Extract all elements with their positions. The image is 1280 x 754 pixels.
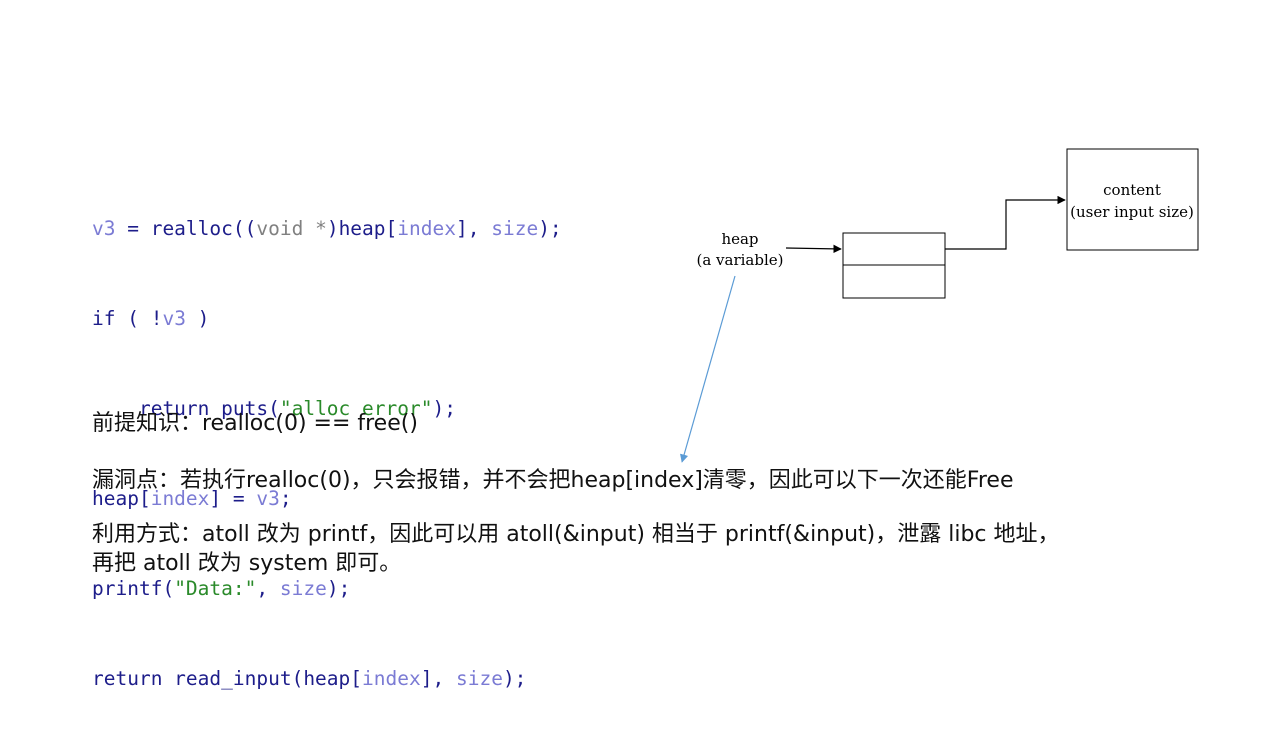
code-token: "Data:" bbox=[174, 577, 257, 600]
code-token: index bbox=[150, 487, 210, 510]
code-token: ] = bbox=[209, 487, 257, 510]
annotation-arrow bbox=[680, 275, 736, 463]
exploit-line: 利用方式：atoll 改为 printf，因此可以用 atoll(&input)… bbox=[92, 522, 1060, 547]
content-box bbox=[1066, 148, 1199, 251]
code-token: ); bbox=[538, 217, 562, 240]
code-token: return read_input(heap[ bbox=[92, 667, 363, 690]
code-token: v3 bbox=[162, 307, 186, 330]
code-line-2: if ( !v3 ) bbox=[92, 304, 562, 334]
slide: v3 = realloc((void *)heap[index], size);… bbox=[92, 148, 1199, 690]
code-block: v3 = realloc((void *)heap[index], size);… bbox=[92, 154, 562, 754]
exploit-line: 再把 atoll 改为 system 即可。 bbox=[92, 551, 402, 576]
code-line-1: v3 = realloc((void *)heap[index], size); bbox=[92, 214, 562, 244]
code-token: "alloc error" bbox=[279, 397, 433, 420]
code-token: ], bbox=[455, 217, 492, 240]
code-token: void bbox=[256, 217, 304, 240]
code-token: size bbox=[279, 577, 327, 600]
code-token: ); bbox=[502, 667, 527, 690]
code-token: ; bbox=[279, 487, 292, 510]
heap-pointer-arrow bbox=[785, 244, 842, 254]
code-token: heap[ bbox=[92, 487, 151, 510]
code-token: = realloc(( bbox=[115, 217, 257, 240]
code-token: ) bbox=[185, 307, 210, 330]
code-line-6: return read_input(heap[index], size); bbox=[92, 664, 562, 694]
code-token: ], bbox=[420, 667, 456, 690]
code-token: )heap[ bbox=[326, 217, 398, 240]
heap-label: heap bbox=[721, 230, 758, 248]
code-token: ); bbox=[432, 397, 456, 420]
code-token: index bbox=[362, 667, 421, 690]
code-token: v3 bbox=[256, 487, 280, 510]
content-label: content bbox=[1103, 181, 1161, 199]
content-label-sub: (user input size) bbox=[1070, 203, 1194, 221]
code-token: , bbox=[256, 577, 280, 600]
code-token: printf( bbox=[92, 577, 175, 600]
code-line-4: heap[index] = v3; bbox=[92, 484, 562, 514]
prerequisite-text: 前提知识：realloc(0) == free() bbox=[92, 411, 418, 436]
heap-label-sub: (a variable) bbox=[696, 251, 783, 269]
code-token: return puts( bbox=[92, 397, 280, 420]
code-token: if ( ! bbox=[92, 307, 163, 330]
code-token: ); bbox=[326, 577, 351, 600]
code-token: v3 bbox=[92, 217, 116, 240]
content-pointer-arrow bbox=[945, 195, 1066, 250]
code-line-5: printf("Data:", size); bbox=[92, 574, 562, 604]
code-line-3: return puts("alloc error"); bbox=[92, 394, 562, 424]
heap-slot-box bbox=[842, 232, 946, 266]
heap-slot-box bbox=[842, 264, 946, 299]
vulnerability-text: 漏洞点：若执行realloc(0)，只会报错，并不会把heap[index]清零… bbox=[92, 468, 1014, 493]
exploit-text: 利用方式：atoll 改为 printf，因此可以用 atoll(&input)… bbox=[92, 520, 1060, 578]
code-token: * bbox=[303, 217, 327, 240]
code-token: index bbox=[397, 217, 456, 240]
code-token: size bbox=[491, 217, 539, 240]
code-token: size bbox=[455, 667, 503, 690]
